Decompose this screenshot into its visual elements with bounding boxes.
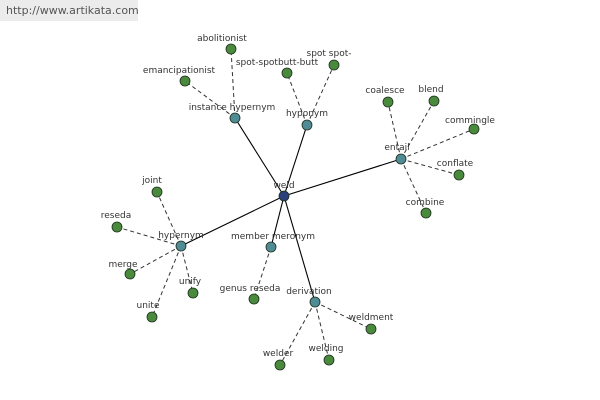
- edge-hypernym-joint: [156, 191, 182, 247]
- center-label-weld: weld: [273, 181, 294, 191]
- relation-node-hypernym[interactable]: [175, 240, 187, 252]
- leaf-node-genus-reseda[interactable]: [248, 293, 260, 305]
- site-url[interactable]: http://www.artikata.com: [0, 0, 139, 21]
- leaf-node-welding[interactable]: [323, 354, 335, 366]
- leaf-label-commingle: commingle: [445, 116, 495, 126]
- leaf-label-coalesce: coalesce: [365, 86, 405, 96]
- leaf-label-spot-spotbutt-butt: spot-spotbutt-butt: [236, 58, 319, 68]
- edge-member-meronym-genus-reseda: [253, 246, 272, 300]
- center-node-weld[interactable]: [278, 190, 290, 202]
- relation-node-derivation[interactable]: [309, 296, 321, 308]
- leaf-node-merge[interactable]: [124, 268, 136, 280]
- leaf-node-spot-spotbutt-butt[interactable]: [281, 67, 293, 79]
- leaf-node-coalesce[interactable]: [382, 96, 394, 108]
- leaf-label-unify: unify: [179, 277, 202, 287]
- edge-hypernym-unify: [180, 245, 194, 294]
- leaf-label-combine: combine: [406, 198, 445, 208]
- edge-entail-conflate: [400, 158, 460, 176]
- edge-weld-entail: [283, 158, 402, 197]
- leaf-label-blend: blend: [418, 85, 443, 95]
- leaf-node-welder[interactable]: [274, 359, 286, 371]
- leaf-node-combine[interactable]: [420, 207, 432, 219]
- edge-entail-coalesce: [387, 101, 402, 160]
- leaf-label-abolitionist: abolitionist: [197, 34, 247, 44]
- relation-node-entail[interactable]: [395, 153, 407, 165]
- leaf-label-reseda: reseda: [101, 211, 132, 221]
- leaf-node-emancipationist[interactable]: [179, 75, 191, 87]
- leaf-label-conflate: conflate: [437, 159, 474, 169]
- edge-weld-derivation: [283, 195, 316, 303]
- relation-node-member-meronym[interactable]: [265, 241, 277, 253]
- leaf-node-blend[interactable]: [428, 95, 440, 107]
- edge-entail-combine: [400, 158, 427, 214]
- edge-derivation-weldment: [314, 301, 372, 330]
- leaf-label-weldment: weldment: [349, 313, 394, 323]
- relation-label-member-meronym: member meronym: [231, 232, 315, 242]
- leaf-label-emancipationist: emancipationist: [143, 66, 216, 76]
- edge-weld-member-meronym: [270, 195, 285, 248]
- edge-hypernym-unite: [151, 245, 182, 318]
- relation-node-instance-hypernym[interactable]: [229, 112, 241, 124]
- leaf-node-unite[interactable]: [146, 311, 158, 323]
- leaf-label-genus-reseda: genus reseda: [220, 284, 281, 294]
- relation-label-entail: entail: [384, 143, 409, 153]
- leaf-node-unify[interactable]: [187, 287, 199, 299]
- edge-weld-hypernym: [180, 195, 285, 247]
- edges: [116, 48, 475, 366]
- relation-label-hyponym: hyponym: [286, 109, 328, 119]
- leaf-node-weldment[interactable]: [365, 323, 377, 335]
- leaf-node-reseda[interactable]: [111, 221, 123, 233]
- edge-weld-instance-hypernym: [234, 117, 285, 197]
- relation-label-derivation: derivation: [286, 287, 332, 297]
- nodes: [111, 43, 480, 371]
- leaf-label-joint: joint: [141, 176, 162, 186]
- relation-node-hyponym[interactable]: [301, 119, 313, 131]
- edge-hypernym-merge: [129, 245, 182, 275]
- edge-instance-hypernym-abolitionist: [230, 48, 236, 119]
- leaf-node-conflate[interactable]: [453, 169, 465, 181]
- edge-derivation-welder: [279, 301, 316, 366]
- edge-entail-commingle: [400, 128, 475, 160]
- labels: abolitionist emancipationist spot-spotbutt…: [101, 34, 496, 359]
- leaf-label-welding: welding: [308, 344, 343, 354]
- relation-label-instance-hypernym: instance hypernym: [189, 103, 276, 113]
- leaf-label-welder: welder: [263, 349, 294, 359]
- leaf-node-joint[interactable]: [151, 186, 163, 198]
- edge-hyponym-spot-spotbutt-butt: [286, 72, 308, 126]
- leaf-label-unite: unite: [137, 301, 160, 311]
- leaf-node-abolitionist[interactable]: [225, 43, 237, 55]
- edge-derivation-welding: [314, 301, 330, 361]
- edge-weld-hyponym: [283, 124, 308, 197]
- edge-hyponym-spot-spot: [306, 64, 335, 126]
- relation-label-hypernym: hypernym: [158, 231, 204, 241]
- leaf-node-spot-spot[interactable]: [328, 59, 340, 71]
- leaf-label-merge: merge: [108, 260, 138, 270]
- edge-instance-hypernym-emancipationist: [184, 80, 236, 119]
- leaf-label-spot-spot: spot spot-: [307, 49, 352, 59]
- leaf-node-commingle[interactable]: [468, 123, 480, 135]
